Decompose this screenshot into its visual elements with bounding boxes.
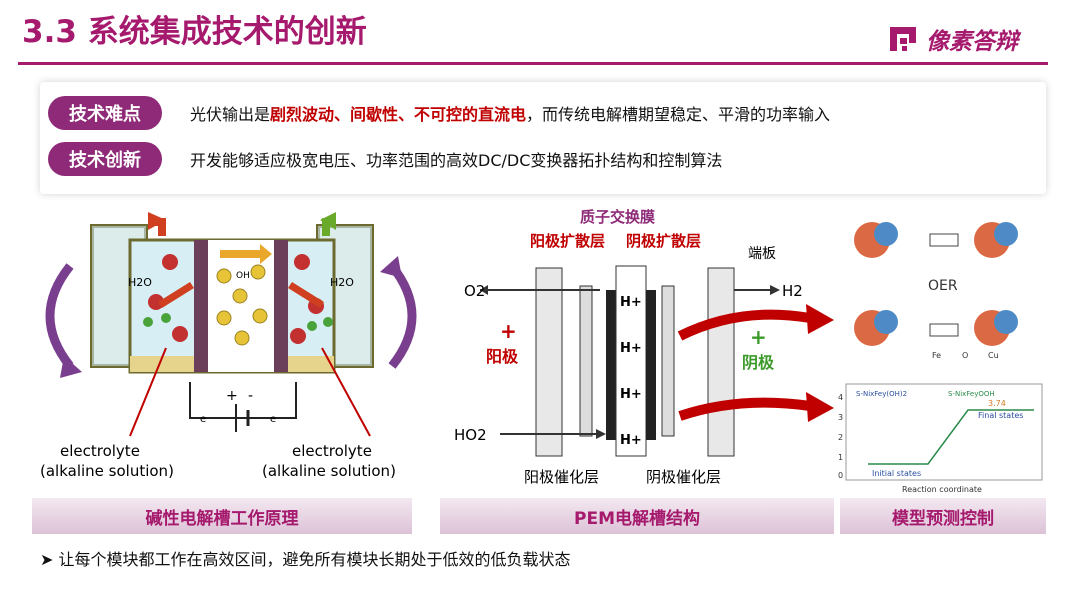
logo-icon (890, 27, 916, 51)
cathode-diffusion-label: 阴极扩散层 (626, 232, 701, 250)
anode-diffusion-label: 阳极扩散层 (530, 232, 605, 250)
point-label: 技术难点 (48, 96, 162, 130)
anode-label: 阳极 (486, 347, 519, 366)
caption-pem: PEM电解槽结构 (440, 498, 834, 534)
oer-label: OER (928, 278, 958, 294)
y-tick: 0 (838, 471, 843, 480)
cathode-plus: + (750, 325, 767, 349)
legend-b: S-NixFeyOOH (948, 390, 995, 398)
bullet-text: 让每个模块都工作在高效区间，避免所有模块长期处于低效的低负载状态 (58, 550, 571, 569)
o2-label: O2 (464, 282, 485, 300)
point-text: 开发能够适应极宽电压、功率范围的高效DC/DC变换器拓扑结构和控制算法 (190, 151, 723, 170)
caption-model: 模型预测控制 (840, 498, 1046, 534)
anode-catalyst-label: 阳极催化层 (524, 468, 599, 486)
water-left: H2O (128, 276, 152, 289)
ion-label: OH (236, 271, 250, 281)
point-label: 技术创新 (48, 142, 162, 176)
summary-bullet: ➤ 让每个模块都工作在高效区间，避免所有模块长期处于低效的低负载状态 (40, 546, 571, 570)
atom-o: O (962, 351, 968, 360)
proton-label: H+ (620, 387, 642, 402)
key-points-box: 技术难点 光伏输出是剧烈波动、间歇性、不可控的直流电，而传统电解槽期望稳定、平滑… (40, 82, 1046, 194)
point-text-before: 光伏输出是 (190, 105, 271, 124)
logo-text: 像素答辩 (926, 29, 1018, 55)
pem-diagram: 质子交换膜 阳极扩散层 阴极扩散层 端板 H+ H+ H+ H+ O2 H2 H… (454, 208, 834, 486)
point-text-highlight: 剧烈波动、间歇性、不可控的直流电 (270, 105, 527, 124)
membrane-label: 质子交换膜 (580, 208, 655, 226)
y-tick: 3 (838, 413, 843, 422)
battery-plus: + (226, 388, 238, 404)
alkaline-diagram: OH H2O H2O + - e e electrolyte (alkaline… (40, 212, 417, 480)
y-tick: 1 (838, 453, 843, 462)
x-axis-label: Reaction coordinate (902, 485, 982, 494)
proton-label: H+ (620, 341, 642, 356)
title-divider (18, 62, 1048, 65)
page-title: 3.3 系统集成技术的创新 (22, 14, 367, 50)
y-tick: 2 (838, 433, 843, 442)
model-diagram: OER Fe O Cu 4 3 2 1 0 S-NixFey(OH)2 S-Ni… (838, 222, 1043, 494)
energy-value: 3.74 (988, 399, 1006, 408)
proton-label: H+ (620, 295, 642, 310)
point-innovation: 技术创新 开发能够适应极宽电压、功率范围的高效DC/DC变换器拓扑结构和控制算法 (48, 142, 722, 176)
initial-states: Initial states (872, 469, 921, 478)
water-right: H2O (330, 276, 354, 289)
anode-plus: + (500, 319, 517, 343)
cathode-catalyst-label: 阴极催化层 (646, 468, 721, 486)
battery-minus: - (248, 388, 253, 404)
bullet-arrow-icon: ➤ (40, 550, 59, 569)
legend-a: S-NixFey(OH)2 (856, 390, 907, 398)
end-plate-label: 端板 (748, 246, 776, 262)
y-tick: 4 (838, 393, 843, 402)
electrolyte-left-sub: (alkaline solution) (40, 462, 174, 480)
electrolyte-left: electrolyte (60, 442, 140, 460)
cathode-label: 阴极 (742, 353, 775, 372)
electron-label: e (200, 414, 206, 425)
final-states: Final states (978, 411, 1023, 420)
ho2-label: HO2 (454, 426, 487, 444)
point-text-after: ，而传统电解槽期望稳定、平滑的功率输入 (526, 105, 831, 124)
electron-label: e (270, 414, 276, 425)
point-difficulty: 技术难点 光伏输出是剧烈波动、间歇性、不可控的直流电，而传统电解槽期望稳定、平滑… (48, 96, 830, 130)
proton-label: H+ (620, 433, 642, 448)
caption-alkaline: 碱性电解槽工作原理 (32, 498, 412, 534)
point-text: 光伏输出是剧烈波动、间歇性、不可控的直流电，而传统电解槽期望稳定、平滑的功率输入 (190, 101, 830, 125)
atom-cu: Cu (988, 351, 999, 360)
brand-logo: 像素答辩 (888, 22, 1018, 56)
h2-label: H2 (782, 282, 803, 300)
electrolyte-right: electrolyte (292, 442, 372, 460)
electrolyte-right-sub: (alkaline solution) (262, 462, 396, 480)
atom-fe: Fe (932, 351, 941, 360)
